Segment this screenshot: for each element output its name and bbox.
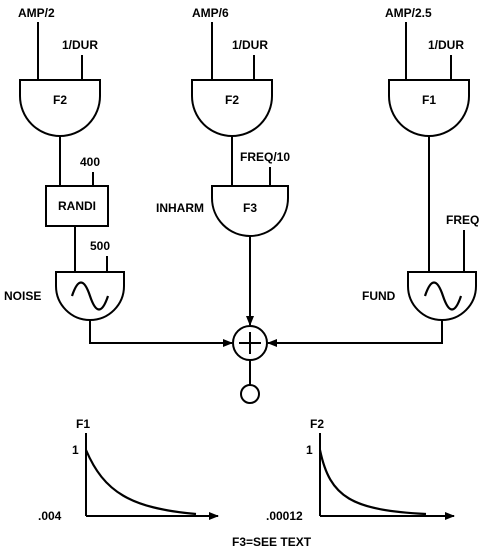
inharm-function: F3	[243, 201, 257, 215]
f2-bottom-value: .00012	[266, 509, 303, 523]
randi-freq-label: 400	[80, 155, 100, 169]
footnote: F3=SEE TEXT	[232, 535, 312, 549]
amp-input-label-left: AMP/2	[18, 6, 55, 20]
randi-label: RANDI	[58, 199, 96, 213]
inharm-freq-label: FREQ/10	[240, 150, 290, 164]
sine-wave-icon	[423, 281, 463, 311]
fund-label: FUND	[362, 289, 396, 303]
f2-graph: F2 1 .00012	[266, 417, 455, 523]
output-terminal	[240, 384, 260, 404]
noise-freq-label: 500	[90, 239, 110, 253]
envelope-unit-left	[19, 79, 101, 137]
envelope-unit-middle	[191, 79, 273, 137]
f2-graph-title: F2	[310, 417, 324, 431]
f1-top-value: 1	[72, 443, 79, 457]
inharm-label: INHARM	[156, 201, 204, 215]
noise-oscillator: 500 NOISE	[4, 239, 125, 321]
fund-freq-label: FREQ	[446, 213, 479, 227]
f2-decay-curve	[318, 449, 427, 516]
f2-top-value: 1	[306, 443, 313, 457]
freq-input-label-middle: 1/DUR	[232, 38, 268, 52]
inharm-oscillator-shape	[211, 185, 289, 237]
noise-label: NOISE	[4, 289, 41, 303]
f1-graph-title: F1	[76, 417, 90, 431]
sine-wave-icon	[70, 281, 110, 311]
envelope-oscillator-middle: AMP/6 1/DUR F2	[191, 6, 273, 186]
envelope-unit-right	[388, 79, 470, 137]
f1-decay-curve	[84, 449, 197, 516]
randi-unit: 400 RANDI	[45, 155, 109, 272]
fund-oscillator: FREQ FUND	[362, 213, 479, 321]
envelope-oscillator-left: AMP/2 1/DUR F2	[18, 6, 101, 186]
envelope-oscillator-right: AMP/2.5 1/DUR F1	[385, 6, 470, 272]
amp-input-label-right: AMP/2.5	[385, 6, 432, 20]
amp-input-label-middle: AMP/6	[192, 6, 229, 20]
inharm-oscillator: FREQ/10 F3 INHARM	[156, 150, 290, 326]
envelope-function-left: F2	[53, 93, 67, 107]
freq-input-label-right: 1/DUR	[428, 38, 464, 52]
f1-graph: F1 1 .004	[38, 417, 219, 523]
envelope-function-right: F1	[422, 93, 436, 107]
freq-input-label-left: 1/DUR	[62, 38, 98, 52]
randi-box	[45, 185, 109, 227]
envelope-function-middle: F2	[225, 93, 239, 107]
mixer	[89, 320, 443, 404]
f1-bottom-value: .004	[38, 509, 62, 523]
